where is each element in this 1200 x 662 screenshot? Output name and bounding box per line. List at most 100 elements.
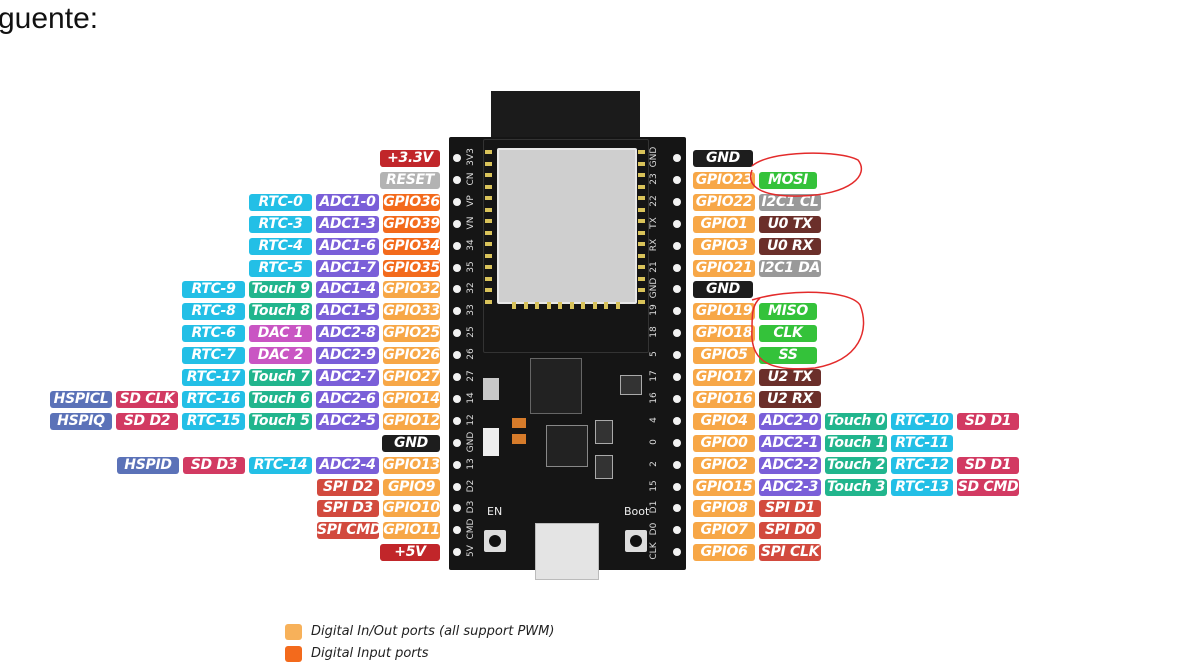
left-pin-label-rtc-0: RTC-0 — [249, 193, 312, 211]
right-pin-label-gnd: GND — [693, 281, 753, 299]
right-pin-label-touch-1: Touch 1 — [825, 434, 887, 452]
right-pin-label-gpio4: GPIO4 — [693, 412, 755, 430]
castellation-pad — [485, 207, 492, 212]
left-pin-label-rtc-9: RTC-9 — [182, 281, 245, 299]
left-pin-label-gpio10: GPIO10 — [383, 500, 440, 518]
header-pin-left — [453, 241, 461, 250]
castellation-pad — [523, 302, 528, 309]
castellation-pad — [638, 219, 645, 223]
header-pin-left — [453, 307, 461, 316]
header-pin-right — [673, 548, 681, 557]
castellation-pad — [535, 302, 539, 309]
right-pin-label-gpio5: GPIO5 — [693, 347, 755, 365]
castellation-pad — [638, 184, 645, 189]
left-pin-label-gpio13: GPIO13 — [383, 456, 440, 474]
castellation-pad — [485, 253, 492, 258]
right-pin-label-u2-tx: U2 TX — [759, 369, 821, 386]
right-pin-label-gpio0: GPIO0 — [693, 434, 755, 452]
left-pin-label-rtc-8: RTC-8 — [182, 303, 245, 321]
left-pin-label-adc2-6: ADC2-6 — [316, 390, 379, 408]
header-pin-right — [673, 526, 681, 535]
left-pin-label-touch-9: Touch 9 — [249, 281, 312, 299]
right-pin-label-i2c1-da: I2C1 DA — [759, 259, 821, 277]
left-pin-label-gpio27: GPIO27 — [383, 369, 440, 386]
header-pin-left — [453, 460, 461, 469]
castellation-pad — [485, 276, 492, 281]
right-pin-label-gpio15: GPIO15 — [693, 478, 755, 496]
castellation-pad — [485, 230, 492, 235]
left-pin-label-gpio25: GPIO25 — [383, 325, 440, 343]
left-pin-label-spi-d3: SPI D3 — [317, 500, 379, 518]
legend-label: Digital In/Out ports (all support PWM) — [311, 624, 555, 639]
castellation-pad — [604, 302, 608, 309]
left-pin-label-rtc-16: RTC-16 — [182, 390, 245, 408]
left-pin-label-adc1-0: ADC1-0 — [316, 193, 379, 211]
right-pin-label-spi-d0: SPI D0 — [759, 522, 821, 540]
left-pin-label-touch-6: Touch 6 — [249, 390, 312, 408]
header-pin-right — [673, 329, 681, 338]
right-pin-label-gpio19: GPIO19 — [693, 303, 755, 321]
left-pin-label-adc2-4: ADC2-4 — [316, 456, 379, 474]
header-pin-left — [453, 482, 461, 491]
header-pin-right — [673, 482, 681, 491]
castellation-pad — [485, 288, 492, 292]
right-pin-label-i2c1-cl: I2C1 CL — [759, 193, 821, 211]
header-pin-left — [453, 504, 461, 513]
left-pin-label-rtc-7: RTC-7 — [182, 347, 245, 365]
header-pin-left — [453, 394, 461, 403]
castellation-pad — [512, 302, 516, 309]
left-pin-label-sd-d3: SD D3 — [183, 456, 245, 474]
castellation-pad — [485, 161, 492, 166]
left-pin-label-adc2-5: ADC2-5 — [316, 412, 379, 430]
header-pin-right — [673, 416, 681, 425]
left-pin-label-rtc-4: RTC-4 — [249, 237, 312, 255]
left-pin-label-rtc-6: RTC-6 — [182, 325, 245, 343]
castellation-pad — [485, 150, 492, 154]
left-pin-label-dac-2: DAC 2 — [249, 347, 312, 365]
left-pin-label-gpio39: GPIO39 — [383, 215, 440, 233]
smd-component — [512, 418, 526, 428]
smd-component — [595, 455, 613, 479]
right-pin-label-gpio8: GPIO8 — [693, 500, 755, 518]
usb-connector — [535, 523, 599, 580]
right-pin-label-u0-tx: U0 TX — [759, 215, 821, 233]
right-pin-label-gpio6: GPIO6 — [693, 544, 755, 562]
castellation-pad — [485, 265, 492, 269]
left-pin-label--5v: +5V — [380, 544, 440, 562]
right-pin-label-u0-rx: U0 RX — [759, 237, 821, 255]
right-pin-label-adc2-2: ADC2-2 — [759, 456, 821, 474]
header-pin-right — [673, 154, 681, 162]
right-pin-label-gpio3: GPIO3 — [693, 237, 755, 255]
right-pin-label-rtc-10: RTC-10 — [891, 412, 953, 430]
pin-silkscreen-label: 5V — [466, 545, 476, 558]
header-pin-left — [453, 548, 461, 557]
right-pin-label-touch-0: Touch 0 — [825, 412, 887, 430]
left-pin-label-gpio12: GPIO12 — [383, 412, 440, 430]
boot-button[interactable] — [625, 530, 647, 552]
left-pin-label-gpio33: GPIO33 — [383, 303, 440, 321]
left-pin-label-hspiq: HSPIQ — [50, 412, 112, 430]
en-button[interactable] — [484, 530, 506, 552]
header-pin-left — [453, 263, 461, 272]
right-pin-label-gpio1: GPIO1 — [693, 215, 755, 233]
castellation-pad — [638, 265, 645, 269]
legend-swatch — [285, 646, 302, 662]
right-pin-label-spi-d1: SPI D1 — [759, 500, 821, 518]
pin-silkscreen-label: CLK — [649, 542, 659, 560]
left-pin-label-hspicl: HSPICL — [50, 390, 112, 408]
castellation-pad — [569, 302, 574, 309]
left-pin-label-sd-d2: SD D2 — [116, 412, 178, 430]
left-pin-label-rtc-3: RTC-3 — [249, 215, 312, 233]
left-pin-label-adc1-7: ADC1-7 — [316, 259, 379, 277]
header-pin-right — [673, 504, 681, 513]
castellation-pad — [638, 173, 645, 177]
page-heading: guente: — [0, 2, 99, 35]
castellation-pad — [546, 302, 551, 309]
header-pin-left — [453, 351, 461, 360]
usb-uart-chip — [546, 425, 588, 467]
right-pin-label-gpio2: GPIO2 — [693, 456, 755, 474]
right-pin-label-adc2-1: ADC2-1 — [759, 434, 821, 452]
right-pin-label-mosi: MOSI — [759, 171, 817, 189]
right-pin-label-gnd: GND — [693, 150, 753, 167]
right-pin-label-miso: MISO — [759, 303, 817, 321]
